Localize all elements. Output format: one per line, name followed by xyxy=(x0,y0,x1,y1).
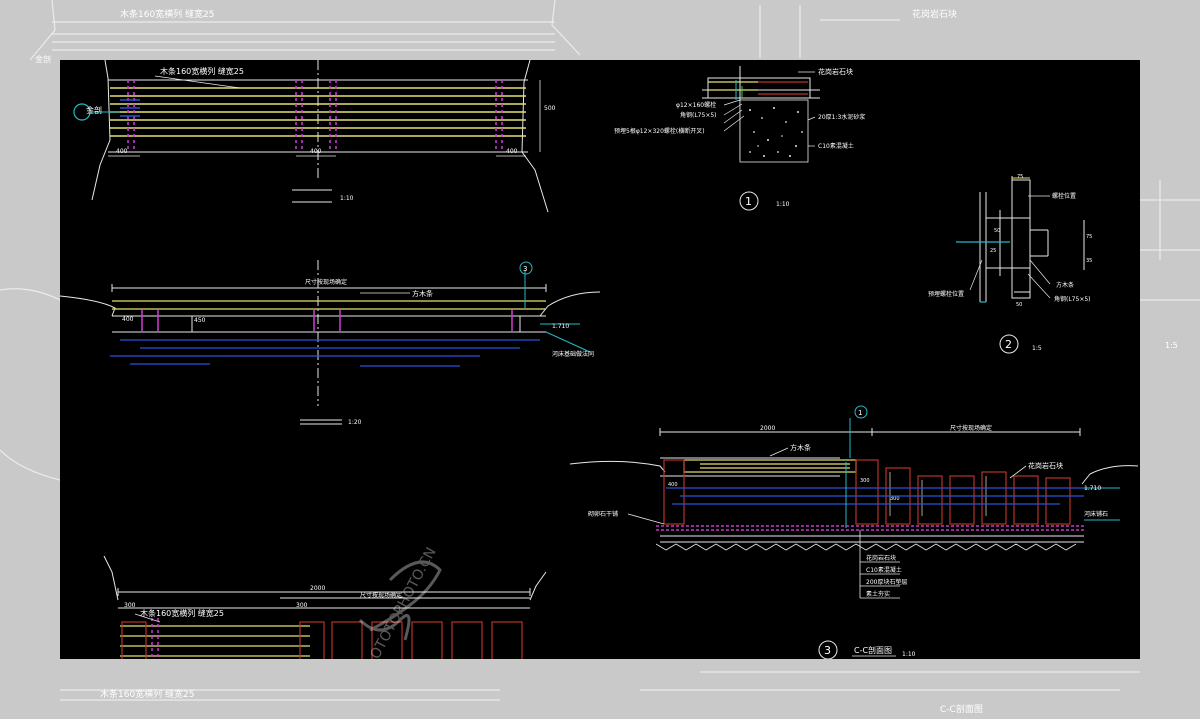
detail-2-dim-3: 75 xyxy=(1086,234,1092,240)
detail-3-layer-2: 200厚块石垫层 xyxy=(866,578,907,586)
detail-2-label-1: 方木条 xyxy=(1056,281,1074,289)
plan-top-scale: 1:10 xyxy=(340,195,354,202)
plan-top-left-bank xyxy=(91,60,111,201)
elevation-note: 河床基础做法同 xyxy=(552,350,594,358)
detail-2-dim-4: 35 xyxy=(1086,258,1092,264)
bg-label-left-mark: 金剖 xyxy=(35,54,51,64)
detail-3-callout-right: 花岗岩石块 xyxy=(1028,461,1063,470)
detail-3-granite-blocks xyxy=(663,459,1071,525)
elevation-right-bank xyxy=(539,291,601,317)
detail-1-label-1: φ12×160螺栓 xyxy=(676,101,716,109)
detail-2-label-2: 角钢(L75×5) xyxy=(1054,295,1091,303)
detail-3-layer-0: 花岗岩石块 xyxy=(866,554,896,562)
plan-top: 金剖 木条160宽横列 缝宽25 400 400 400 500 1:10 xyxy=(73,60,556,213)
detail-3-section-mark: 1 xyxy=(858,409,862,417)
detail-1: 花岗岩石块 φ12×160螺栓 角钢(L75×5) 预埋5根φ12×320螺栓(… xyxy=(614,66,865,211)
plan-top-dim-side: 500 xyxy=(544,105,556,112)
detail-3-left-bank xyxy=(569,460,666,473)
bg-label-top-left: 木条160宽横列 缝宽25 xyxy=(120,8,215,20)
plan-bottom-dim-total: 2000 xyxy=(310,585,325,592)
bg-label-bottom-left: 木条160宽横列 缝宽25 xyxy=(100,688,195,700)
detail-3: 2000 尺寸按现场确定 方木条 400 300 300 xyxy=(569,405,1139,659)
plan-top-callout: 木条160宽横列 缝宽25 xyxy=(160,66,244,76)
detail-2-number: 2 xyxy=(1005,338,1012,351)
elevation: 尺寸按现场确定 xyxy=(60,260,601,426)
plan-bottom-callout: 木条160宽横列 缝宽25 xyxy=(140,608,224,618)
detail-1-scale: 1:10 xyxy=(776,201,790,208)
detail-3-number: 3 xyxy=(824,644,831,657)
detail-3-title: C-C剖面图 xyxy=(854,645,892,655)
detail-1-number: 1 xyxy=(745,195,752,208)
bg-label-bottom-right: C-C剖面图 xyxy=(940,703,983,715)
cad-viewport[interactable]: 金剖 木条160宽横列 缝宽25 400 400 400 500 1:10 尺寸… xyxy=(60,60,1140,659)
plan-bottom-right-bank xyxy=(529,571,547,601)
detail-number-icon xyxy=(999,334,1019,354)
plan-bottom-dim-left: 300 xyxy=(124,602,136,609)
detail-3-callout-top: 方木条 xyxy=(790,443,811,452)
detail-2: 螺栓位置 方木条 角钢(L75×5) 预埋螺栓位置 75 50 25 75 35… xyxy=(928,174,1092,354)
elevation-left-bank xyxy=(60,295,116,317)
detail-1-aggregate xyxy=(749,107,803,157)
detail-number-icon xyxy=(739,191,759,211)
detail-2-label-3: 预埋螺栓位置 xyxy=(928,290,964,298)
section-mark-icon xyxy=(854,405,868,419)
detail-3-river-bed: 河床铺石 xyxy=(1084,510,1108,518)
detail-1-label-3: 预埋5根φ12×320螺栓(横断开叉) xyxy=(614,127,705,135)
detail-2-dim-0: 75 xyxy=(1017,174,1023,180)
plan-top-dim-mid: 400 xyxy=(310,148,322,155)
detail-2-dim-5: 50 xyxy=(1016,302,1022,308)
detail-1-label-4: 20厚1:3水泥砂浆 xyxy=(818,113,865,121)
bg-label-top-right: 花岗岩石块 xyxy=(912,8,957,20)
detail-3-callout-left: 砌卵石干铺 xyxy=(588,510,618,518)
detail-3-dim-total: 2000 xyxy=(760,425,775,432)
plan-top-boards xyxy=(110,87,526,137)
detail-3-soil-hatch xyxy=(655,543,1077,551)
elevation-callout: 方木条 xyxy=(412,289,433,298)
detail-2-dim-1: 50 xyxy=(994,228,1000,234)
elevation-section-mark: 3 xyxy=(523,265,527,273)
cad-drawing: 金剖 木条160宽横列 缝宽25 400 400 400 500 1:10 尺寸… xyxy=(60,60,1139,659)
bg-label-right-scale: 1:5 xyxy=(1165,341,1178,350)
detail-3-dim-small-1: 300 xyxy=(860,478,870,484)
elevation-dim-top: 尺寸按现场确定 xyxy=(305,278,347,286)
detail-number-icon xyxy=(818,640,838,659)
plan-bottom-dim-mid: 300 xyxy=(296,602,308,609)
watermark-text: OTOTOPHOTO.CN xyxy=(367,545,439,659)
elevation-scale: 1:20 xyxy=(348,419,362,426)
detail-3-right-bank xyxy=(1081,465,1139,485)
plan-bottom-dim-top: 尺寸按现场确定 xyxy=(360,591,402,599)
detail-1-label-0: 花岗岩石块 xyxy=(818,67,853,76)
plan-top-dim-left: 400 xyxy=(116,148,128,155)
detail-3-dim-right: 尺寸按现场确定 xyxy=(950,424,992,432)
detail-3-scale: 1:10 xyxy=(902,651,916,658)
detail-3-board xyxy=(683,459,857,473)
plan-bottom: 2000 尺寸按现场确定 300 300 木条160宽横列 缝宽25 xyxy=(103,555,547,659)
detail-2-scale: 1:5 xyxy=(1032,345,1042,352)
detail-3-layer-3: 素土夯实 xyxy=(866,590,890,598)
detail-3-level: 1.710 xyxy=(1084,485,1101,492)
elevation-dim-h: 450 xyxy=(194,317,206,324)
detail-3-dim-small-0: 400 xyxy=(668,482,678,488)
detail-3-gravel xyxy=(656,525,1084,531)
plan-top-dim-right: 400 xyxy=(506,148,518,155)
section-mark-icon xyxy=(519,261,533,275)
detail-2-dim-2: 25 xyxy=(990,248,996,254)
detail-3-dim-small-2: 300 xyxy=(890,496,900,502)
detail-1-label-2: 角钢(L75×5) xyxy=(680,111,717,119)
detail-1-label-5: C10素混凝土 xyxy=(818,142,854,150)
plan-top-left-mark: 金剖 xyxy=(86,105,102,115)
detail-1-concrete xyxy=(739,99,809,163)
detail-3-layer-1: C10素混凝土 xyxy=(866,566,902,574)
watermark-logo-icon xyxy=(369,560,442,632)
elevation-dim-left: 400 xyxy=(122,316,134,323)
plan-bottom-left-bank xyxy=(103,555,119,601)
elevation-level: 1.710 xyxy=(552,323,569,330)
detail-2-label-0: 螺栓位置 xyxy=(1052,192,1076,200)
elevation-board xyxy=(112,300,546,310)
